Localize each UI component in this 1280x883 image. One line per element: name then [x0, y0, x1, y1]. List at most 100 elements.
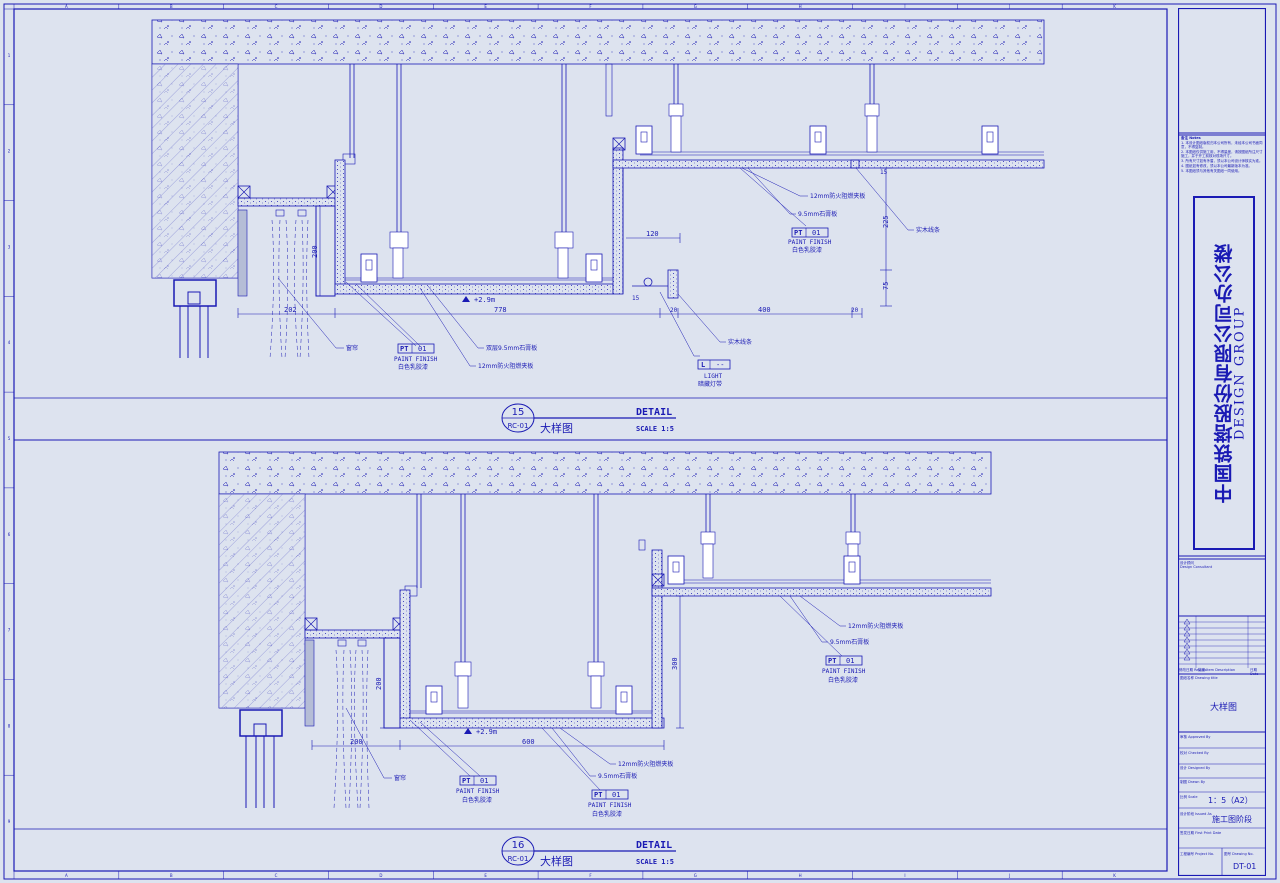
curtain-lines	[333, 649, 370, 809]
callout-paint-right: PT 01 PAINT FINISH 白色乳胶漆	[788, 227, 832, 254]
dim-400: 400	[758, 306, 771, 314]
title-block-frame	[1178, 8, 1266, 876]
company-name-en: DESIGN GROUP	[1232, 305, 1248, 441]
window-frame	[173, 279, 217, 307]
dim-75: 75	[882, 282, 890, 290]
svg-text:RC-01: RC-01	[508, 855, 529, 863]
dim-778: 778	[494, 306, 507, 314]
label-gypsum-mid: 9.5mm石膏板	[598, 772, 637, 780]
svg-text:PAINT FINISH: PAINT FINISH	[456, 788, 500, 795]
svg-text:PAINT FINISH: PAINT FINISH	[822, 668, 866, 675]
grid-column-label: K	[1113, 4, 1116, 9]
grid-column-label: J	[1008, 873, 1010, 878]
scale-value: 1：5（A2）	[1208, 796, 1253, 805]
callout-paint-right: PT 01 PAINT FINISH 白色乳胶漆	[822, 655, 866, 684]
dim-120: 120	[646, 230, 659, 238]
drawn-label: 制图 Drawn By	[1180, 780, 1206, 784]
label-wood-trim-2: 实木线条	[728, 338, 752, 346]
drawing-title: 大样图	[1210, 703, 1238, 713]
svg-text:PT: PT	[462, 777, 470, 785]
svg-text:PT: PT	[400, 345, 408, 353]
grid-row-label: 4	[8, 340, 11, 345]
label-double-gypsum: 双层9.5mm石膏板	[486, 344, 537, 352]
notes-1: 1. 本设计图纸版权归本公司所有，未经本公司书面同意，不得复制。	[1181, 141, 1263, 150]
dim-15-right: 15	[880, 169, 888, 176]
scale-label: 比例 Scale	[1180, 795, 1198, 799]
notes-3: 3. 所有尺寸如有矛盾，须以本公司设计师核实为准。	[1181, 159, 1263, 163]
detail-16: 300 200 200 600 +2.9m 12mm防火阻燃夹板 9.5mm石膏…	[218, 451, 992, 868]
svg-text:白色乳胶漆: 白色乳胶漆	[592, 810, 622, 818]
callout-paint-left: PT 01 PAINT FINISH 白色乳胶漆	[394, 343, 438, 371]
dim-225: 225	[882, 215, 890, 228]
grid-row-label: 6	[8, 532, 11, 537]
grid-row-label: 9	[8, 819, 11, 824]
upper-ceiling-board	[612, 159, 1045, 169]
svg-text:DETAIL: DETAIL	[636, 840, 672, 851]
dim-202: 202	[284, 306, 297, 314]
svg-text:RC-01: RC-01	[508, 422, 529, 430]
notes-5: 5. 本图纸须与其他有关图纸一同使用。	[1181, 169, 1242, 173]
dim-15-left: 15	[632, 295, 640, 302]
grid-column-label: G	[694, 4, 697, 9]
drawing-no: DT-01	[1233, 862, 1257, 871]
grid-column-label: F	[589, 873, 592, 878]
label-wood-trim-1: 实木线条	[916, 226, 940, 234]
checked-label: 校对 Checked By	[1180, 751, 1209, 755]
grid-column-label: F	[589, 4, 592, 9]
drawing-no-label: 图号 Drawing No.	[1224, 852, 1254, 856]
svg-text:15: 15	[512, 407, 525, 418]
dim-200-vertical: 200	[375, 677, 383, 690]
svg-text:DETAIL: DETAIL	[636, 407, 672, 418]
grid-column-label: B	[170, 4, 173, 9]
svg-text:PAINT FINISH: PAINT FINISH	[588, 802, 632, 809]
svg-text:白色乳胶漆: 白色乳胶漆	[828, 676, 858, 684]
grid-row-label: 5	[8, 436, 11, 441]
grid-column-label: I	[904, 873, 905, 878]
notes-heading: 备注 Notes	[1181, 136, 1201, 140]
detail-title-16: 16 RC-01 大样图 DETAIL SCALE 1:5	[501, 836, 676, 868]
grid-row-label: 2	[8, 149, 11, 154]
notes-4: 4. 图纸如有修改，须以本公司最新版本为准。	[1181, 164, 1252, 168]
project-no-label: 工程编号 Project No.	[1180, 852, 1215, 856]
grid-column-label: A	[65, 4, 68, 9]
svg-text:01: 01	[480, 777, 488, 785]
svg-text:01: 01	[812, 229, 820, 237]
detail-15: 120 225 75 15 200 202 778 20 400 20 15 +…	[151, 19, 1045, 435]
notes-2: 2. 本图纸仅供施工用，不得量度，请按图纸所注尺寸施工，并于开工前核对现场尺寸。	[1181, 150, 1263, 159]
svg-text:16: 16	[512, 840, 525, 851]
concrete-slab	[151, 19, 1045, 65]
grid-column-label: H	[799, 873, 802, 878]
drawing-title-label: 图纸名称 Drawing title	[1180, 676, 1218, 680]
dim-600: 600	[522, 738, 535, 746]
date-label: 签发日期 First Print Date	[1180, 831, 1222, 835]
grid-row-label: 8	[8, 723, 11, 728]
designed-label: 设计 Designed By	[1180, 766, 1211, 770]
level-mark: +2.9m	[474, 296, 495, 304]
grid-column-label: C	[275, 873, 278, 878]
detail-title-15: 15 RC-01 大样图 DETAIL SCALE 1:5	[501, 403, 676, 435]
svg-text:白色乳胶漆: 白色乳胶漆	[398, 363, 428, 371]
svg-text:PT: PT	[828, 657, 836, 665]
grid-column-label: C	[275, 4, 278, 9]
issue-label: 设计阶段 Issued As	[1180, 812, 1212, 816]
svg-text:L: L	[701, 361, 705, 369]
svg-text:01: 01	[846, 657, 854, 665]
grid-column-label: A	[65, 873, 68, 878]
label-curtain: 窗帘	[346, 344, 358, 352]
dim-200: 200	[311, 245, 319, 258]
grid-row-label: 3	[8, 244, 11, 249]
svg-text:PAINT FINISH: PAINT FINISH	[788, 239, 832, 246]
svg-text:PT: PT	[594, 791, 602, 799]
label-fireboard-left: 12mm防火阻燃夹板	[478, 362, 533, 370]
grid-row-label: 1	[8, 53, 11, 58]
svg-text:SCALE 1:5: SCALE 1:5	[636, 425, 674, 433]
grid-column-label: E	[484, 4, 487, 9]
svg-text:--: --	[716, 361, 724, 369]
grid-column-label: J	[1008, 4, 1010, 9]
issue-value: 施工图阶段	[1212, 815, 1252, 824]
grid-column-label: B	[170, 873, 173, 878]
